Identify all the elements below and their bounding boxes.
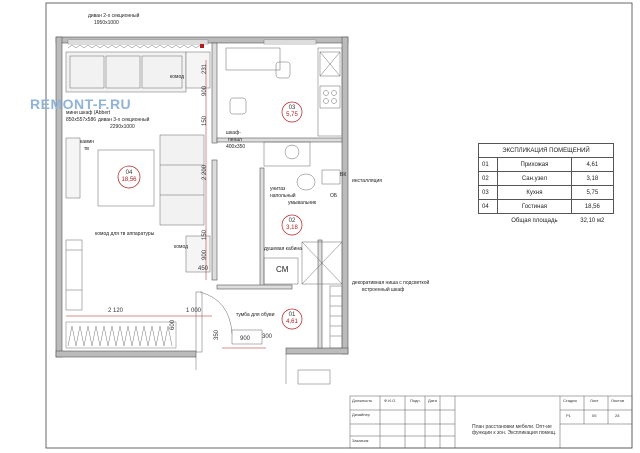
vdim-150: 150: [202, 115, 208, 126]
drawing-frame: [45, 2, 633, 449]
table-row: 04 Гостиная 18,56: [477, 199, 615, 214]
row-area: 3,18: [570, 171, 615, 186]
top-windows: [67, 39, 317, 45]
label-sofa2-size: 1950х1000: [94, 20, 119, 26]
tb-sheet-header: Лист: [590, 398, 599, 403]
label-niche: декоративная ниша с подсветкой: [352, 280, 430, 286]
room-03-area: 5,75: [286, 112, 298, 118]
dimension-lines: [66, 60, 266, 349]
label-sofa3-size: 2290х1000: [110, 124, 135, 130]
tb-sheets-header: Листов: [611, 398, 624, 403]
tb-row-designer: Дизайнер: [352, 412, 370, 417]
row-name: Гостиная: [497, 199, 572, 214]
row-area: 5,75: [570, 185, 615, 200]
vdim-900b: 900: [202, 249, 208, 260]
row-name: Прихожая: [497, 157, 572, 172]
room-02-id: 02: [288, 218, 296, 224]
label-vk: ВК: [340, 172, 347, 178]
tb-col-position: Должность: [352, 398, 373, 403]
dim-300: 300: [262, 334, 273, 340]
vdim-600: 600: [170, 319, 176, 330]
living-room-furniture: [65, 51, 211, 311]
label-toilet1: унитаз: [270, 186, 286, 192]
label-fireplace: камин: [80, 139, 95, 145]
label-sink: умывальник: [288, 200, 317, 206]
tb-stage-value: Р1: [566, 413, 571, 418]
label-toilet2: напольный: [270, 193, 296, 199]
table-row: 03 Кухня 5,75: [477, 185, 615, 200]
bottom-window: [65, 321, 177, 349]
tb-sheets-value: 28: [615, 413, 620, 418]
label-installation: инсталляция: [352, 178, 382, 184]
tb-col-date: Дата: [428, 398, 437, 403]
tb-row-client: Заказчик: [352, 438, 369, 443]
row-name: Сан.узел: [497, 171, 572, 186]
room-01-area: 4,61: [286, 319, 298, 325]
room-01-id: 01: [288, 312, 296, 318]
label-wardrobe-size: 850х557х586: [66, 117, 97, 123]
label-wardrobe: мини шкаф (Abbert: [66, 110, 111, 116]
dim-450: 450: [198, 266, 209, 272]
dim-900: 900: [240, 336, 251, 342]
row-no: 03: [477, 185, 499, 200]
kitchen-furniture: [225, 47, 343, 137]
room-markers: [117, 101, 303, 330]
tb-description-2: функции к зон. Экспликация помещ.: [472, 430, 557, 436]
dim-2120: 2 120: [108, 308, 124, 314]
row-no: 04: [477, 199, 499, 214]
label-komod-tv: комод для тв аппаратуры: [95, 231, 155, 237]
room-04-id: 04: [125, 170, 133, 176]
tb-sheet-value: 05: [592, 413, 597, 418]
explication-table: ЭКСПЛИКАЦИЯ ПОМЕЩЕНИЙ 01 Прихожая 4,61 0…: [477, 143, 615, 227]
room-02-area: 3,18: [286, 225, 298, 231]
label-shoes: тумба для обуви: [236, 312, 275, 318]
vdim-350: 350: [214, 329, 220, 340]
row-area: 4,61: [570, 157, 615, 172]
total-value: 32,10 м2: [580, 217, 605, 224]
label-tv: тв: [84, 146, 89, 152]
label-sofa2: диван 2-х секционный: [88, 13, 140, 19]
entry-door: [195, 291, 331, 385]
vdim-900a: 900: [202, 85, 208, 96]
site-logo: REMONT-F.RU: [30, 96, 132, 112]
dim-1000: 1 000: [186, 308, 202, 314]
label-shkaf-size: 400х350: [226, 144, 246, 150]
vdim-150b: 150: [202, 229, 208, 240]
row-no: 02: [477, 171, 499, 186]
row-name: Кухня: [497, 185, 572, 200]
label-sofa3: диван 3-х секционный: [98, 117, 150, 123]
table-row: 02 Сан.узел 3,18: [477, 171, 615, 186]
decorative-niche: [329, 285, 343, 349]
label-cm: СМ: [276, 265, 289, 274]
label-ok: ОБ: [330, 193, 338, 199]
curtain: [67, 44, 205, 49]
explication-title: ЭКСПЛИКАЦИЯ ПОМЕЩЕНИЙ: [478, 143, 614, 158]
bathroom-fixtures: [263, 141, 343, 285]
tb-col-name: Ф.И.О.: [384, 398, 397, 403]
label-shower: душевая кабина: [264, 246, 302, 252]
room-03-id: 03: [288, 105, 296, 111]
title-block-grid: [349, 395, 633, 449]
vdim-231: 231: [202, 63, 208, 74]
room-04-area: 18,56: [121, 177, 137, 183]
label-komod-mid: комод: [174, 244, 189, 250]
row-area: 18,56: [570, 199, 615, 214]
total-label: Общая площадь: [511, 217, 558, 224]
vdim-2200: 2 200: [202, 164, 208, 180]
tb-col-sign: Подп.: [410, 398, 421, 403]
tb-description-1: План расстановки мебели. Опт-ие: [472, 424, 552, 430]
table-row: 01 Прихожая 4,61: [477, 157, 615, 172]
label-niche2: встроенный шкаф: [362, 287, 405, 293]
label-komod-top: комод: [170, 74, 185, 80]
tb-stage-header: Стадия: [563, 398, 577, 403]
label-shkaf2: пенал: [228, 137, 242, 143]
row-no: 01: [477, 157, 499, 172]
label-shkaf: шкаф-: [226, 130, 241, 136]
interior-walls: [211, 42, 343, 349]
